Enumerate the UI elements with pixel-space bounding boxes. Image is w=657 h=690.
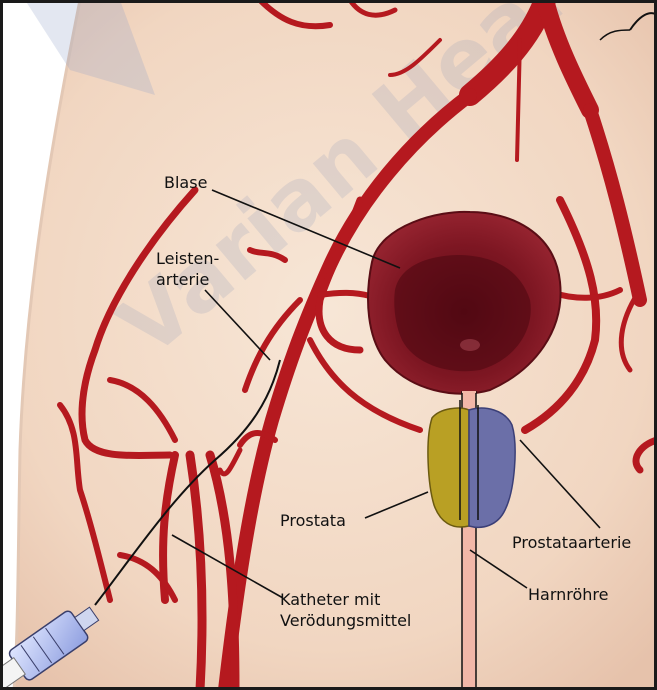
label-leistenarterie-line1: Leisten-: [156, 249, 219, 268]
label-katheter-line2: Verödungsmittel: [280, 611, 411, 630]
prostata: [428, 400, 515, 527]
label-leistenarterie-line2: arterie: [156, 270, 209, 289]
label-blase: Blase: [164, 173, 207, 192]
label-prostata: Prostata: [280, 511, 346, 530]
label-katheter-line1: Katheter mit: [280, 590, 380, 609]
label-harnroehre: Harnröhre: [528, 585, 609, 604]
label-prostataarterie: Prostataarterie: [512, 533, 631, 552]
